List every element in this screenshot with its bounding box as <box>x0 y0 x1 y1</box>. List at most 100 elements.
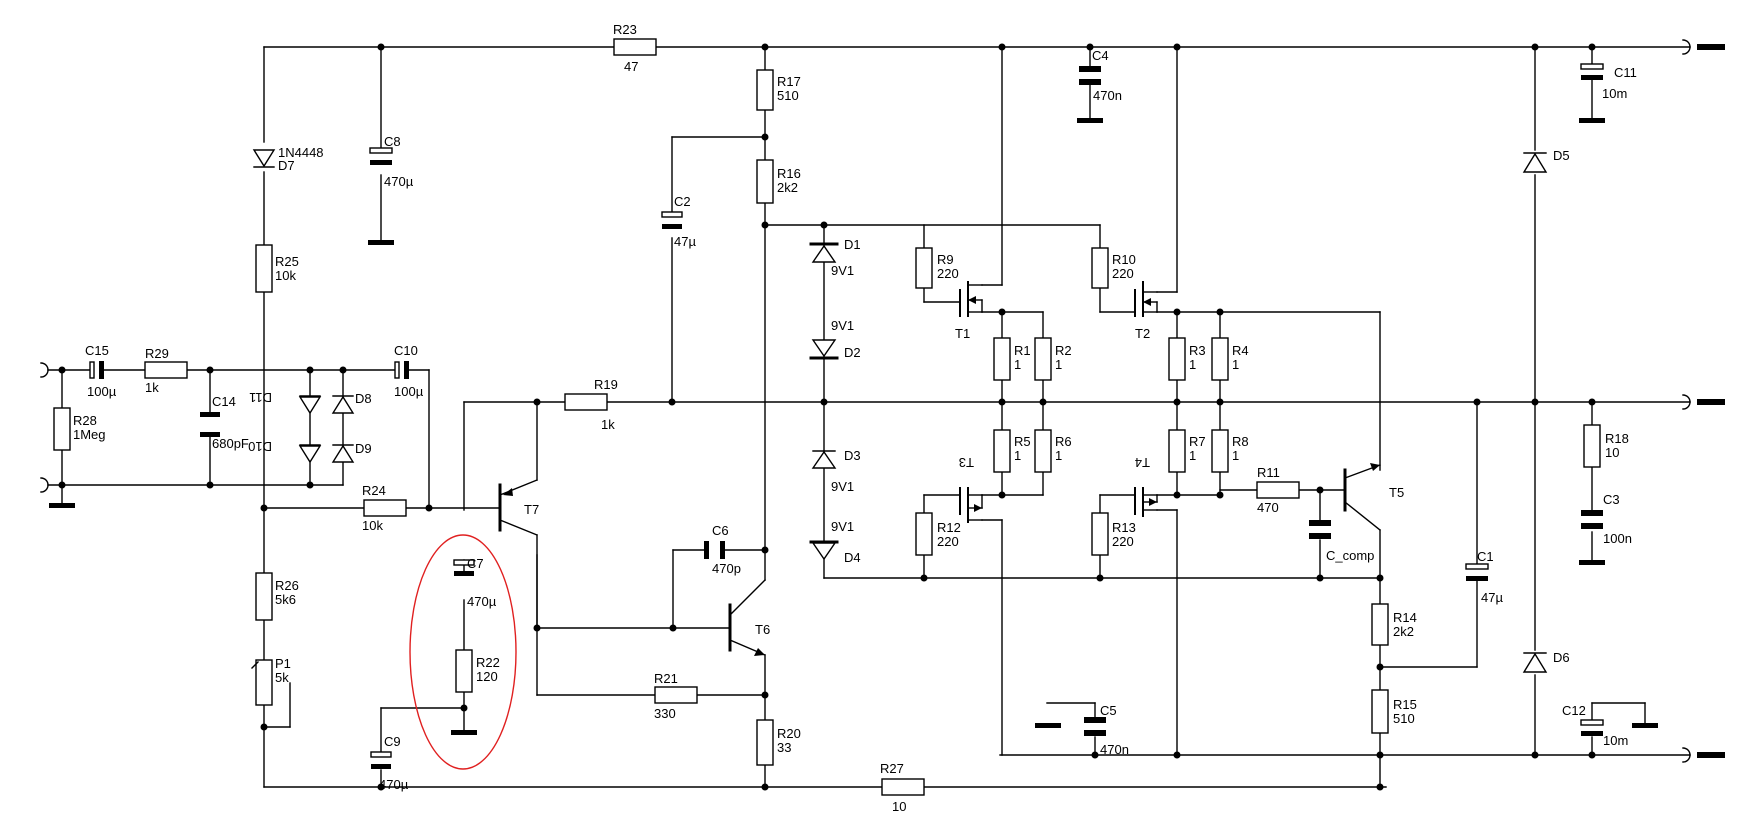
label-c6-name: C6 <box>712 523 729 538</box>
label-c11-name: C11 <box>1614 65 1637 80</box>
label-t7-name: T7 <box>524 502 539 517</box>
label-r2-value: 1 <box>1055 357 1062 372</box>
label-r4-name: R4 <box>1232 343 1249 358</box>
label-r6-name: R6 <box>1055 434 1072 449</box>
label-c1-value: 47µ <box>1481 590 1503 605</box>
label-r3-value: 1 <box>1189 357 1196 372</box>
label-c10-value: 100µ <box>394 384 424 399</box>
label-r2-name: R2 <box>1055 343 1072 358</box>
label-c1-name: C1 <box>1477 549 1494 564</box>
label-r20-name: R20 <box>777 726 801 741</box>
label-r3-name: R3 <box>1189 343 1206 358</box>
label-r10-name: R10 <box>1112 252 1136 267</box>
label-c5-name: C5 <box>1100 703 1117 718</box>
label-r4-value: 1 <box>1232 357 1239 372</box>
label-d4-value: 9V1 <box>831 519 854 534</box>
label-r18-value: 10 <box>1605 445 1619 460</box>
label-c9-value: 470µ <box>379 777 409 792</box>
label-c8-name: C8 <box>384 134 401 149</box>
label-r14-name: R14 <box>1393 610 1417 625</box>
label-c14-value: 680pF <box>212 436 249 451</box>
label-r20-value: 33 <box>777 740 791 755</box>
label-d5-name: D5 <box>1553 148 1570 163</box>
label-ccomp-name: C_comp <box>1326 548 1374 563</box>
label-r22-value: 120 <box>476 669 498 684</box>
label-d1-value: 9V1 <box>831 263 854 278</box>
label-r10-value: 220 <box>1112 266 1134 281</box>
label-r13-value: 220 <box>1112 534 1134 549</box>
resistors <box>53 38 1601 796</box>
label-d3-value: 9V1 <box>831 479 854 494</box>
label-r23-name: R23 <box>613 22 637 37</box>
label-d11-name: D11 <box>249 390 272 405</box>
label-r6-value: 1 <box>1055 448 1062 463</box>
label-r24-value: 10k <box>362 518 383 533</box>
label-p1-value: 5k <box>275 670 289 685</box>
label-r7-value: 1 <box>1189 448 1196 463</box>
label-r18-name: R18 <box>1605 431 1629 446</box>
label-r15-name: R15 <box>1393 697 1417 712</box>
label-r7-name: R7 <box>1189 434 1206 449</box>
label-r15-value: 510 <box>1393 711 1415 726</box>
label-r1-name: R1 <box>1014 343 1031 358</box>
label-r16-name: R16 <box>777 166 801 181</box>
label-c15-name: C15 <box>85 343 109 358</box>
label-c7-name: C7 <box>467 556 484 571</box>
label-c3-name: C3 <box>1603 492 1620 507</box>
label-r25-name: R25 <box>275 254 299 269</box>
label-r16-value: 2k2 <box>777 180 798 195</box>
label-r27-name: R27 <box>880 761 904 776</box>
label-c4-name: C4 <box>1092 48 1109 63</box>
label-d4-name: D4 <box>844 550 861 565</box>
label-r22-name: R22 <box>476 655 500 670</box>
label-c2-value: 47µ <box>674 234 696 249</box>
label-r13-name: R13 <box>1112 520 1136 535</box>
label-c5-value: 470n <box>1100 742 1129 757</box>
label-d1-name: D1 <box>844 237 861 252</box>
label-c14-name: C14 <box>212 394 236 409</box>
labels: R23 47 R29 1k R19 1k R24 10k R21 330 R27… <box>73 22 1637 814</box>
label-r24-name: R24 <box>362 483 386 498</box>
label-t2-name: T2 <box>1135 326 1150 341</box>
label-d7-name: D7 <box>278 158 295 173</box>
label-r11-name: R11 <box>1257 465 1280 480</box>
label-c7-value: 470µ <box>467 594 497 609</box>
label-t6-name: T6 <box>755 622 770 637</box>
label-r8-name: R8 <box>1232 434 1249 449</box>
label-c2-name: C2 <box>674 194 691 209</box>
label-r19-name: R19 <box>594 377 618 392</box>
label-r9-value: 220 <box>937 266 959 281</box>
label-p1-name: P1 <box>275 656 291 671</box>
label-r5-value: 1 <box>1014 448 1021 463</box>
label-d2-value: 9V1 <box>831 318 854 333</box>
label-r12-name: R12 <box>937 520 961 535</box>
label-t4-name: T4 <box>1135 455 1150 470</box>
label-r25-value: 10k <box>275 268 296 283</box>
label-c6-value: 470p <box>712 561 741 576</box>
label-r11-value: 470 <box>1257 500 1279 515</box>
label-d8-name: D8 <box>355 391 372 406</box>
label-c4-value: 470n <box>1093 88 1122 103</box>
junctions <box>58 43 1596 791</box>
label-c10-name: C10 <box>394 343 418 358</box>
diodes <box>252 149 1548 673</box>
label-c9-name: C9 <box>384 734 401 749</box>
label-r9-name: R9 <box>937 252 954 267</box>
label-r19-value: 1k <box>601 417 615 432</box>
label-d7-value: 1N4448 <box>278 145 324 160</box>
label-r28-value: 1Meg <box>73 427 106 442</box>
grounds <box>49 118 1658 735</box>
label-d10-name: D10 <box>248 439 272 454</box>
label-r5-name: R5 <box>1014 434 1031 449</box>
label-d3-name: D3 <box>844 448 861 463</box>
wires <box>40 39 1691 788</box>
label-r29-name: R29 <box>145 346 169 361</box>
label-r1-value: 1 <box>1014 357 1021 372</box>
label-c8-value: 470µ <box>384 174 414 189</box>
label-r12-value: 220 <box>937 534 959 549</box>
label-r14-value: 2k2 <box>1393 624 1414 639</box>
label-r21-value: 330 <box>654 706 676 721</box>
label-c3-value: 100n <box>1603 531 1632 546</box>
label-t1-name: T1 <box>955 326 970 341</box>
